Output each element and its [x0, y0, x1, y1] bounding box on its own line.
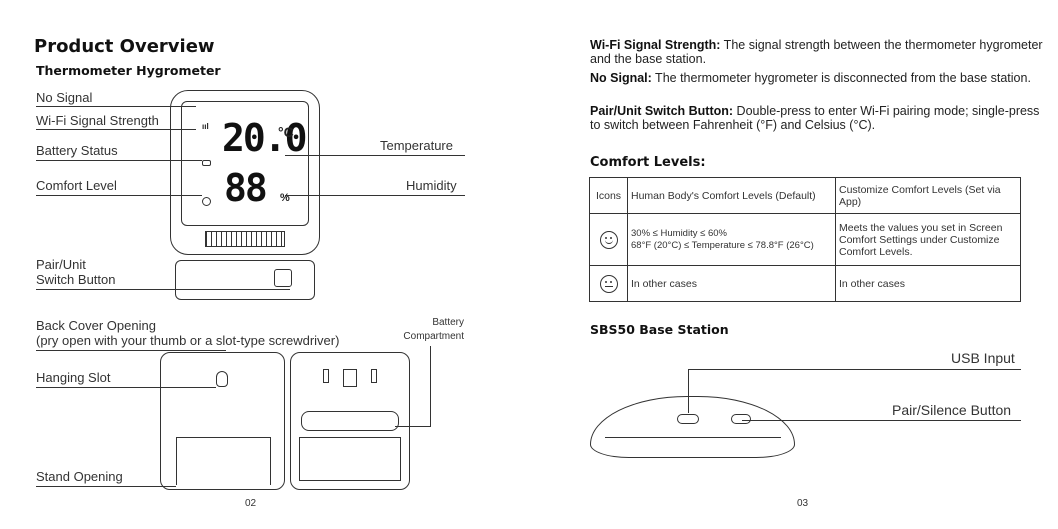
callout-line — [36, 289, 290, 290]
section-subtitle: Thermometer Hygrometer — [36, 63, 221, 78]
definition-pair-unit: Pair/Unit Switch Button: Double-press to… — [590, 104, 1050, 132]
definition-no-signal: No Signal: The thermometer hygrometer is… — [590, 71, 1050, 85]
label-back-cover-line2: (pry open with your thumb or a slot-type… — [36, 333, 340, 348]
table-header-row: Icons Human Body's Comfort Levels (Defau… — [589, 177, 1021, 214]
humidity-unit: % — [280, 192, 290, 204]
callout-line — [688, 369, 1021, 370]
vent-grille — [205, 231, 285, 247]
callout-line — [742, 420, 1021, 421]
callout-line — [36, 387, 216, 388]
table-header: Human Body's Comfort Levels (Default) — [627, 177, 836, 214]
page-number-right: 03 — [797, 498, 809, 509]
definition-term: No Signal: — [590, 71, 652, 85]
callout-line — [36, 160, 202, 161]
callout-line — [36, 106, 196, 107]
table-cell: 30% ≤ Humidity ≤ 60% 68°F (20°C) ≤ Tempe… — [627, 213, 836, 266]
table-cell — [589, 213, 628, 266]
label-back-cover-line1: Back Cover Opening — [36, 318, 156, 333]
label-battery-compartment-line2: Compartment — [403, 331, 464, 342]
table-row: 30% ≤ Humidity ≤ 60% 68°F (20°C) ≤ Tempe… — [589, 213, 1021, 266]
usb-port-icon — [677, 414, 699, 424]
callout-line — [36, 486, 176, 487]
comfort-level-icon — [202, 197, 211, 206]
label-pair-silence: Pair/Silence Button — [892, 402, 1012, 418]
table-header: Icons — [589, 177, 628, 214]
callout-line — [285, 155, 465, 156]
table-cell: In other cases — [627, 265, 836, 302]
label-battery-status: Battery Status — [36, 143, 118, 158]
label-humidity: Humidity — [406, 178, 457, 193]
table-row: In other cases In other cases — [589, 265, 1021, 302]
back-cover — [160, 352, 285, 490]
callout-line — [36, 129, 196, 130]
temperature-unit: °C — [278, 124, 294, 140]
callout-line — [36, 350, 226, 351]
definition-term: Wi-Fi Signal Strength: — [590, 38, 721, 52]
base-station-title: SBS50 Base Station — [590, 322, 729, 337]
callout-line — [688, 369, 689, 413]
page-title: Product Overview — [34, 36, 215, 57]
slot-icon — [371, 369, 377, 383]
smile-face-icon — [599, 230, 618, 249]
label-comfort-level: Comfort Level — [36, 178, 117, 193]
comfort-temperature-range: 68°F (20°C) ≤ Temperature ≤ 78.8°F (26°C… — [631, 239, 814, 251]
humidity-reading: 88 — [224, 166, 268, 210]
label-pair-unit-line1: Pair/Unit — [36, 257, 86, 272]
definition-text: The thermometer hygrometer is disconnect… — [651, 71, 1031, 85]
table-cell: Meets the values you set in Screen Comfo… — [835, 213, 1021, 266]
label-stand-opening: Stand Opening — [36, 469, 123, 484]
neutral-face-icon — [599, 274, 618, 293]
device-stand — [175, 260, 315, 300]
label-wifi-signal-strength: Wi-Fi Signal Strength — [36, 113, 159, 128]
battery-icon — [301, 411, 399, 431]
stand-opening — [176, 437, 271, 485]
definition-term: Pair/Unit Switch Button: — [590, 104, 734, 118]
base-station — [590, 396, 795, 458]
slot-icon — [323, 369, 329, 383]
label-temperature: Temperature — [380, 138, 453, 153]
lcd-screen: ııl 20.0 °C 88 % — [181, 101, 309, 226]
table-cell: In other cases — [835, 265, 1021, 302]
label-no-signal: No Signal — [36, 90, 93, 105]
temperature-reading: 20.0 — [222, 116, 308, 160]
comfort-table: Icons Human Body's Comfort Levels (Defau… — [589, 177, 1021, 302]
definition-text: The signal strength between the thermome… — [590, 38, 1043, 66]
comfort-levels-title: Comfort Levels: — [590, 155, 706, 170]
table-cell — [589, 265, 628, 302]
wifi-signal-icon: ııl — [202, 122, 209, 131]
battery-status-icon — [202, 160, 211, 166]
callout-line — [430, 346, 431, 426]
label-usb-input: USB Input — [951, 350, 1015, 366]
label-pair-unit-line2: Switch Button — [36, 272, 116, 287]
hanging-slot-icon — [216, 371, 228, 387]
page-number-left: 02 — [245, 498, 257, 509]
definition-text: Double-press to enter Wi-Fi pairing mode… — [590, 104, 1040, 132]
device-back — [290, 352, 410, 490]
pair-silence-button[interactable] — [731, 414, 751, 424]
callout-line — [395, 426, 431, 427]
label-hanging-slot: Hanging Slot — [36, 370, 111, 385]
thermometer-device: ııl 20.0 °C 88 % — [170, 90, 320, 255]
callout-line — [36, 195, 202, 196]
slot-icon — [343, 369, 357, 387]
base-station-rim — [605, 437, 781, 438]
table-header: Customize Comfort Levels (Set via App) — [835, 177, 1021, 214]
label-battery-compartment-line1: Battery — [432, 317, 464, 328]
definition-wifi: Wi-Fi Signal Strength: The signal streng… — [590, 38, 1050, 66]
comfort-humidity-range: 30% ≤ Humidity ≤ 60% — [631, 227, 727, 239]
pair-unit-switch-button[interactable] — [274, 269, 292, 287]
callout-line — [285, 195, 465, 196]
battery-compartment — [299, 437, 401, 481]
